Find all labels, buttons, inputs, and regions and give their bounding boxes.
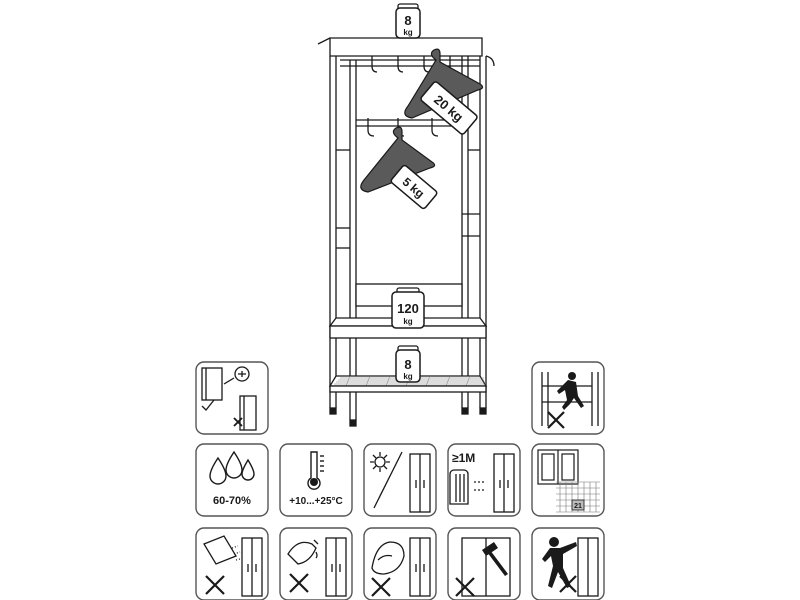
heater-distance: ≥1M	[452, 451, 475, 465]
bench-weight-value: 120	[397, 301, 419, 316]
wall-mount-icon	[195, 361, 269, 435]
sunlight-icon	[363, 443, 437, 517]
heater-distance-icon: ≥1M	[447, 443, 521, 517]
bottom-shelf-weight-unit: kg	[403, 372, 412, 381]
bottom-shelf-weight-value: 8	[404, 357, 411, 372]
no-climbing-icon	[531, 361, 605, 435]
humidity-icon: 60-70%	[195, 443, 269, 517]
hanger-upper: 20 kg	[404, 48, 484, 135]
room-placement-icon: 21	[531, 443, 605, 517]
no-wet-cloth-icon	[363, 527, 437, 600]
no-abrasive-cleaning-icon	[195, 527, 269, 600]
grid-number: 21	[574, 503, 582, 510]
top-shelf-weight-value: 8	[404, 13, 411, 28]
no-liquid-chemicals-icon	[279, 527, 353, 600]
temperature-range: +10...+25°C	[289, 496, 342, 507]
humidity-range: 60-70%	[213, 495, 251, 507]
weight-tag-bench: 120 kg	[391, 287, 425, 329]
weight-tag-bottom-shelf: 8 kg	[395, 345, 421, 383]
temperature-icon: +10...+25°C	[279, 443, 353, 517]
weight-tag-top-shelf: 8 kg	[395, 3, 421, 39]
bench-weight-unit: kg	[403, 317, 412, 326]
no-tipping-icon	[531, 527, 605, 600]
no-hammering-icon	[447, 527, 521, 600]
top-shelf-weight-unit: kg	[403, 28, 412, 37]
hanger-lower: 5 kg	[360, 126, 438, 210]
